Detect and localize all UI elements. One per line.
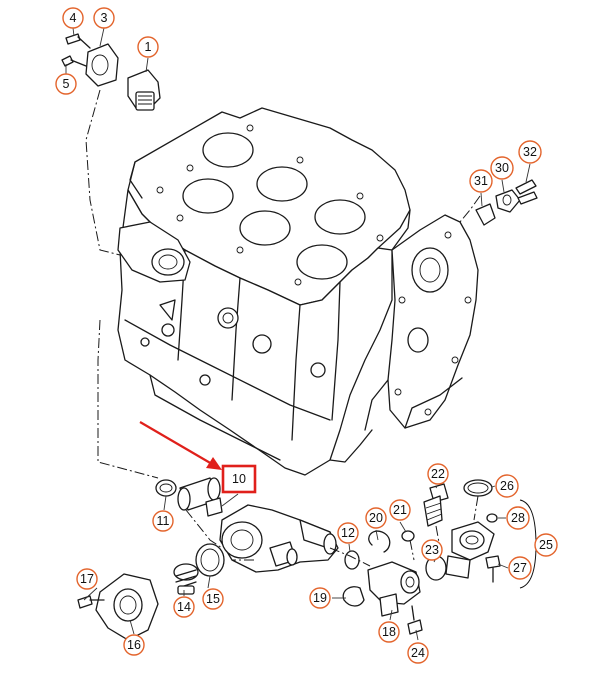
cover-16 (77, 573, 159, 641)
svg-text:17: 17 (80, 572, 94, 586)
svg-text:4: 4 (70, 11, 77, 25)
highlight-arrow-head (206, 457, 222, 470)
callout-5: 5 (55, 73, 77, 95)
callout-32: 32 (518, 140, 542, 164)
callout-24: 24 (407, 642, 429, 664)
highlight-arrow (139, 421, 213, 465)
callout-14: 14 (173, 596, 195, 618)
callout-3: 3 (93, 7, 115, 29)
ring-21 (401, 530, 415, 542)
callout-labels: 1 3 4 5 10 11 12 14 15 16 17 18 19 20 21… (55, 7, 558, 664)
callout-26: 26 (495, 474, 519, 498)
callout-16: 16 (123, 634, 145, 656)
callout-12: 12 (337, 522, 359, 544)
coolant-housing (219, 504, 339, 573)
sensor-22 (423, 483, 449, 527)
callout-28: 28 (506, 506, 530, 530)
callout-17: 17 (76, 568, 98, 590)
svg-text:26: 26 (500, 479, 514, 493)
callout-11: 11 (152, 510, 174, 532)
engine-block (117, 107, 479, 476)
callout-27: 27 (508, 556, 532, 580)
svg-text:11: 11 (157, 514, 170, 528)
svg-text:1: 1 (145, 40, 152, 54)
highlight-pointer (139, 421, 257, 494)
svg-text:5: 5 (63, 77, 70, 91)
callout-22: 22 (427, 463, 449, 485)
svg-text:12: 12 (341, 526, 355, 540)
callout-31: 31 (469, 169, 493, 193)
connector-18 (367, 561, 421, 617)
assembly-centerlines (85, 89, 481, 567)
svg-text:19: 19 (313, 591, 327, 605)
sensor-flange-assembly (61, 33, 161, 111)
svg-text:24: 24 (411, 646, 425, 660)
svg-text:28: 28 (511, 511, 525, 525)
svg-text:14: 14 (177, 600, 191, 614)
clip-19 (342, 586, 365, 607)
svg-text:23: 23 (425, 543, 439, 557)
svg-text:27: 27 (513, 561, 527, 575)
bolt-24 (407, 605, 423, 635)
callout-30: 30 (490, 156, 514, 180)
callout-20: 20 (365, 507, 387, 529)
svg-text:31: 31 (474, 174, 488, 188)
svg-text:30: 30 (495, 161, 509, 175)
svg-text:3: 3 (101, 11, 108, 25)
highlight-box (221, 464, 257, 494)
svg-text:21: 21 (393, 503, 407, 517)
svg-text:15: 15 (206, 592, 220, 606)
callout-1: 1 (137, 36, 159, 58)
o-ring-11 (155, 479, 177, 497)
pipe-connector-10 (177, 477, 223, 517)
callout-4: 4 (62, 7, 84, 29)
callout-25: 25 (534, 533, 558, 557)
svg-text:18: 18 (382, 625, 396, 639)
callout-10: 10 (232, 472, 246, 486)
bolt-27 (485, 555, 501, 583)
callout-23: 23 (421, 539, 443, 561)
svg-text:25: 25 (539, 538, 553, 552)
svg-text:10: 10 (232, 472, 246, 486)
svg-text:32: 32 (523, 145, 537, 159)
callout-18: 18 (378, 621, 400, 643)
callout-19: 19 (309, 587, 331, 609)
thermostat-14 (173, 563, 199, 595)
svg-text:22: 22 (431, 467, 445, 481)
top-right-bracket-assembly (475, 179, 538, 226)
clip-20 (368, 530, 391, 553)
svg-text:20: 20 (369, 511, 383, 525)
washer-28 (486, 513, 498, 523)
callout-21: 21 (389, 499, 411, 521)
callout-15: 15 (202, 588, 224, 610)
flange-25 (445, 521, 495, 579)
svg-text:16: 16 (127, 638, 141, 652)
ring-12 (344, 550, 360, 570)
